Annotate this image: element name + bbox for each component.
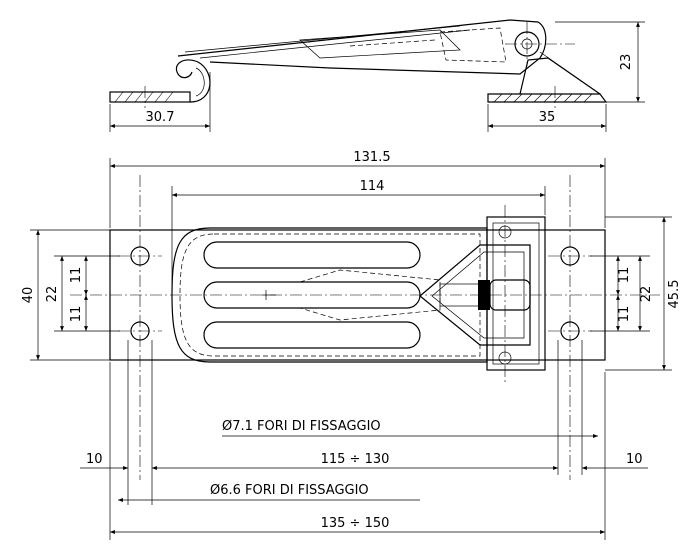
dim-left-height: 40 [21, 287, 36, 304]
dim-right-height: 45.5 [667, 280, 682, 309]
dim-right-half-lower: 11 [617, 306, 632, 323]
dim-right-pitch: 22 [639, 286, 654, 303]
side-view: 30.7 35 23 [109, 19, 645, 132]
dim-top-height: 23 [619, 54, 634, 71]
dim-top-right-width: 35 [539, 110, 556, 125]
note-holes-small: Ø6.6 FORI DI FISSAGGIO [210, 483, 369, 498]
bottom-dimensions: Ø7.1 FORI DI FISSAGGIO 10 115 ÷ 130 10 Ø… [80, 340, 648, 540]
dim-overall-length: 131.5 [353, 150, 390, 165]
note-holes-large: Ø7.1 FORI DI FISSAGGIO [222, 419, 381, 434]
dim-left-pitch: 22 [45, 286, 60, 303]
plan-view: 131.5 114 40 22 11 11 45.5 22 11 11 [21, 150, 682, 480]
dim-right-half-upper: 11 [617, 267, 632, 284]
dim-top-left-width: 30.7 [146, 110, 175, 125]
dim-hole-spacing-b: 135 ÷ 150 [321, 516, 390, 531]
dim-left-half-lower: 11 [69, 306, 84, 323]
dim-edge-right: 10 [626, 452, 643, 467]
dim-edge-left: 10 [86, 452, 103, 467]
dim-left-half-upper: 11 [69, 267, 84, 284]
dim-hole-spacing-a: 115 ÷ 130 [321, 452, 390, 467]
dim-body-length: 114 [360, 179, 385, 194]
